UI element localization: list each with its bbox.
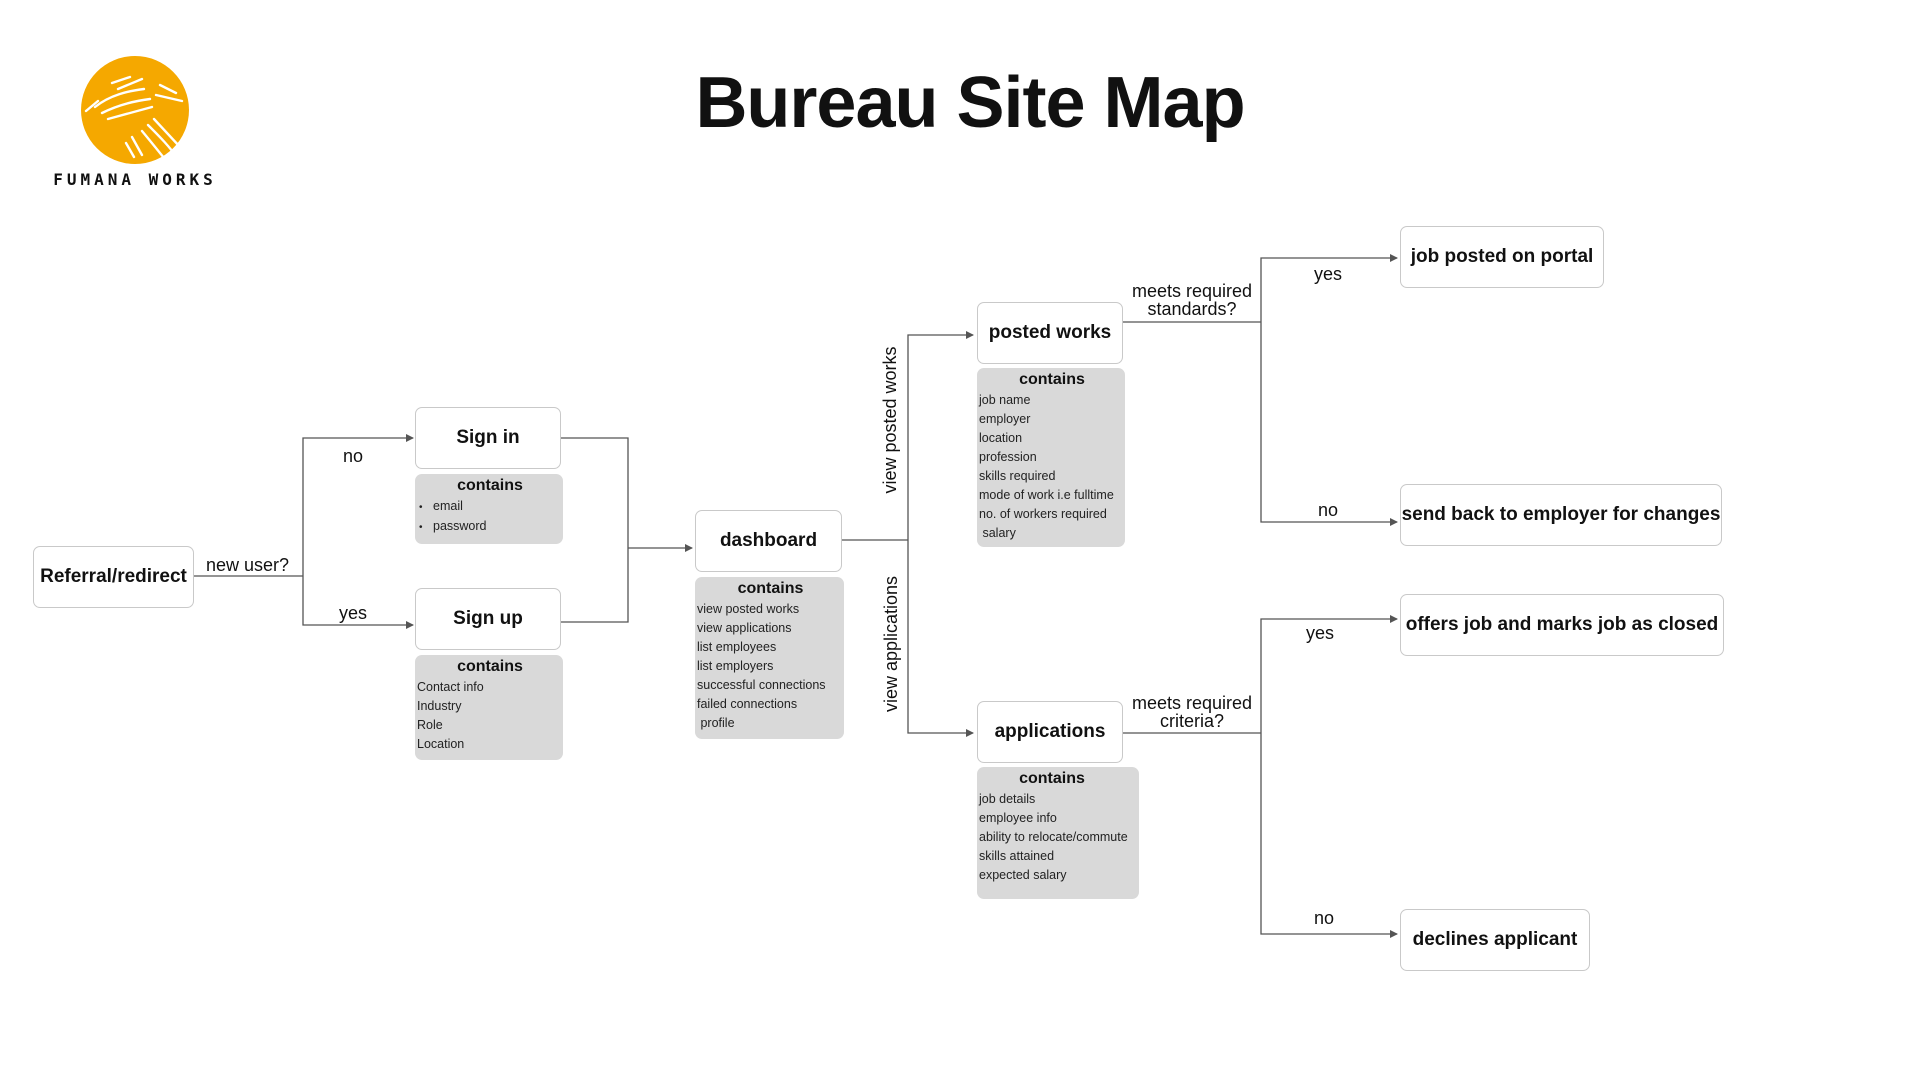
label-no-declines: no bbox=[1314, 908, 1335, 928]
list-item: Role bbox=[417, 718, 443, 732]
brand-logo bbox=[81, 56, 189, 165]
node-declines[interactable]: declines applicant bbox=[1400, 909, 1590, 971]
list-item: ability to relocate/commute bbox=[979, 830, 1128, 844]
list-item: email bbox=[417, 497, 563, 517]
list-item: location bbox=[979, 431, 1023, 445]
label-no-sign-in: no bbox=[343, 446, 364, 466]
edge-to-applications bbox=[907, 540, 974, 737]
helping-hands-icon bbox=[81, 56, 189, 164]
label-no-send-back: no bbox=[1318, 500, 1339, 520]
list-item: no. of workers required bbox=[979, 507, 1107, 521]
list-item: job name bbox=[979, 393, 1031, 407]
list-item: profile bbox=[697, 716, 735, 730]
list-item: Contact info bbox=[417, 680, 484, 694]
node-sign-up[interactable]: Sign up bbox=[415, 588, 561, 650]
list-item: successful connections bbox=[697, 678, 826, 692]
edge-to-job-posted bbox=[1260, 254, 1398, 322]
edge-signin-merge bbox=[561, 437, 629, 623]
list-item: Location bbox=[417, 737, 465, 751]
list-item: list employers bbox=[697, 659, 774, 673]
label-meets-criteria: meets required criteria? bbox=[1124, 694, 1260, 730]
list-item: job details bbox=[979, 792, 1036, 806]
label-meets-standards: meets required standards? bbox=[1124, 282, 1260, 318]
list-item: employer bbox=[979, 412, 1031, 426]
list-item: skills attained bbox=[979, 849, 1055, 863]
contains-title: contains bbox=[1019, 371, 1085, 388]
list-item: employee info bbox=[979, 811, 1057, 825]
edge-to-sign-in bbox=[302, 434, 414, 576]
sign-in-contains: contains email password bbox=[415, 474, 563, 544]
edge-to-offers-job bbox=[1260, 615, 1398, 733]
edge-to-posted-works bbox=[907, 331, 974, 540]
label-meets-standards-line2: standards? bbox=[1147, 299, 1237, 319]
list-item: Industry bbox=[417, 699, 462, 713]
list-item: list employees bbox=[697, 640, 777, 654]
label-meets-criteria-line2: criteria? bbox=[1159, 711, 1225, 731]
node-job-posted[interactable]: job posted on portal bbox=[1400, 226, 1604, 288]
dashboard-contains: contains view posted works view applicat… bbox=[695, 577, 844, 739]
node-referral[interactable]: Referral/redirect bbox=[33, 546, 194, 608]
label-meets-criteria-line1: meets required bbox=[1131, 693, 1253, 713]
label-new-user: new user? bbox=[206, 555, 290, 575]
list-item: expected salary bbox=[979, 868, 1067, 882]
posted-works-contains: contains job name employer location prof… bbox=[977, 368, 1125, 547]
label-meets-standards-line1: meets required bbox=[1131, 281, 1253, 301]
label-yes-job-posted: yes bbox=[1314, 264, 1343, 284]
node-applications[interactable]: applications bbox=[977, 701, 1123, 763]
page-title: Bureau Site Map bbox=[695, 63, 1245, 143]
label-view-applications: view applications bbox=[881, 575, 901, 713]
brand-name: FUMANA WORKS bbox=[53, 170, 217, 189]
list-item: salary bbox=[979, 526, 1016, 540]
list-item: view applications bbox=[697, 621, 792, 635]
contains-title: contains bbox=[457, 477, 523, 494]
list-item: password bbox=[417, 517, 563, 537]
contains-title: contains bbox=[457, 658, 523, 675]
contains-title: contains bbox=[1019, 770, 1085, 787]
edge-to-send-back bbox=[1260, 322, 1398, 526]
node-sign-in[interactable]: Sign in bbox=[415, 407, 561, 469]
sign-up-contains: contains Contact info Industry Role Loca… bbox=[415, 655, 563, 760]
list-item: mode of work i.e fulltime bbox=[979, 488, 1114, 502]
label-yes-sign-up: yes bbox=[339, 603, 368, 623]
node-send-back[interactable]: send back to employer for changes bbox=[1400, 484, 1722, 546]
edge-to-sign-up bbox=[302, 576, 414, 629]
edge-to-declines bbox=[1260, 733, 1398, 938]
list-item: view posted works bbox=[697, 602, 800, 616]
node-posted-works[interactable]: posted works bbox=[977, 302, 1123, 364]
list-item: skills required bbox=[979, 469, 1056, 483]
node-offers-job[interactable]: offers job and marks job as closed bbox=[1400, 594, 1724, 656]
contains-title: contains bbox=[737, 580, 804, 597]
list-item: failed connections bbox=[697, 697, 798, 711]
label-yes-offers-job: yes bbox=[1306, 623, 1335, 643]
applications-contains: contains job details employee info abili… bbox=[977, 767, 1139, 899]
label-view-posted-works: view posted works bbox=[880, 346, 900, 494]
node-dashboard[interactable]: dashboard bbox=[695, 510, 842, 572]
list-item: profession bbox=[979, 450, 1037, 464]
